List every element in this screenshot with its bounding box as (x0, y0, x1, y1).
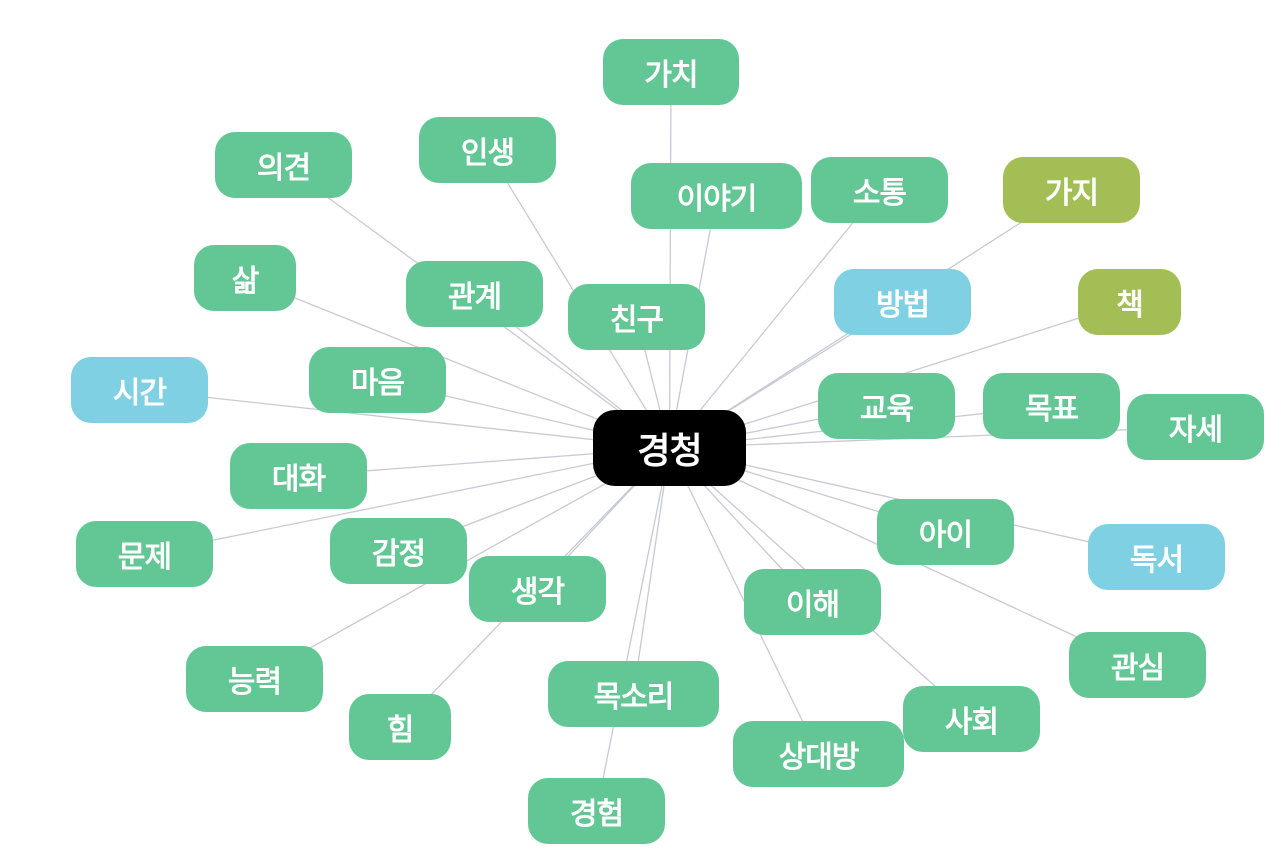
node-상대방[interactable]: 상대방 (733, 721, 904, 787)
center-node-경청[interactable]: 경청 (593, 410, 746, 486)
node-이해[interactable]: 이해 (744, 569, 881, 635)
node-의견[interactable]: 의견 (215, 132, 352, 198)
node-감정[interactable]: 감정 (330, 518, 467, 584)
node-자세[interactable]: 자세 (1127, 394, 1264, 460)
node-능력[interactable]: 능력 (186, 646, 323, 712)
link-center-n18 (144, 447, 670, 555)
node-관심[interactable]: 관심 (1069, 632, 1206, 698)
node-경험[interactable]: 경험 (528, 778, 665, 844)
node-책[interactable]: 책 (1078, 269, 1181, 335)
node-친구[interactable]: 친구 (568, 284, 705, 350)
node-사회[interactable]: 사회 (903, 686, 1040, 752)
node-독서[interactable]: 독서 (1088, 524, 1225, 590)
node-삶[interactable]: 삶 (194, 245, 296, 311)
node-목소리[interactable]: 목소리 (548, 661, 719, 727)
node-아이[interactable]: 아이 (877, 499, 1014, 565)
node-문제[interactable]: 문제 (76, 521, 213, 587)
node-소통[interactable]: 소통 (811, 157, 948, 223)
link-center-n1 (668, 71, 672, 449)
node-목표[interactable]: 목표 (983, 373, 1120, 439)
node-시간[interactable]: 시간 (71, 357, 208, 423)
node-인생[interactable]: 인생 (419, 117, 556, 183)
link-center-n26 (632, 447, 671, 695)
node-방법[interactable]: 방법 (834, 269, 971, 335)
node-가치[interactable]: 가치 (603, 39, 739, 105)
link-center-n12 (139, 389, 670, 449)
link-center-n30 (595, 447, 671, 812)
link-center-n5 (668, 189, 881, 449)
node-가지[interactable]: 가지 (1003, 157, 1140, 223)
node-힘[interactable]: 힘 (349, 694, 451, 760)
node-생각[interactable]: 생각 (469, 556, 606, 622)
node-이야기[interactable]: 이야기 (631, 163, 802, 229)
node-교육[interactable]: 교육 (818, 373, 955, 439)
node-관계[interactable]: 관계 (406, 261, 543, 327)
node-대화[interactable]: 대화 (230, 443, 367, 509)
node-마음[interactable]: 마음 (309, 347, 446, 413)
